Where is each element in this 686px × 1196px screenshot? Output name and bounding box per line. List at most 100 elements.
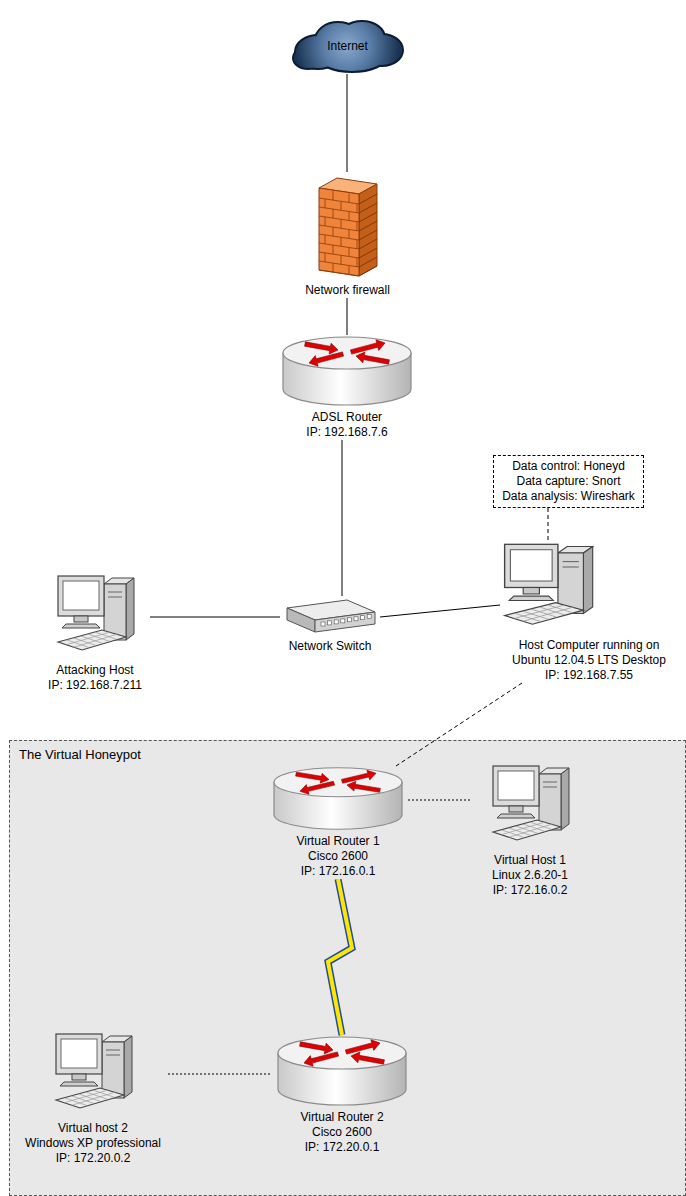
node-label: Network firewall: [290, 283, 405, 298]
icon-part: [63, 581, 99, 610]
icon-part: [54, 572, 136, 660]
node-label: IP: 192.168.7.55: [500, 668, 678, 683]
icon-part: [356, 204, 357, 213]
cloud-label: Internet: [327, 39, 368, 54]
icon-part: [359, 184, 377, 276]
icon-part: [340, 255, 341, 264]
icon-part: [294, 48, 322, 68]
icon-part: [340, 619, 344, 623]
icon-part: [294, 48, 322, 68]
icon-part: [348, 230, 349, 239]
router-node: ADSL RouterIP: 192.168.7.6: [262, 335, 432, 440]
icon-part: [359, 239, 377, 249]
icon-part: [58, 630, 126, 650]
icon-part: [332, 191, 333, 200]
serial-link-bolt: [328, 879, 352, 1035]
icon-part: [283, 596, 378, 636]
icon-part: [340, 237, 341, 246]
icon-part: [505, 544, 558, 587]
icon-part: [304, 1052, 339, 1066]
icon-part: [272, 766, 404, 831]
icon-part: [509, 806, 523, 812]
node-label: Linux 2.6.20-1: [470, 868, 590, 883]
device-icon: [280, 596, 380, 636]
firewall-node: Network firewall: [290, 172, 405, 298]
icon-part: [509, 596, 553, 600]
icon-part: [319, 270, 359, 276]
bolt-fill: [328, 879, 352, 1035]
icon-part: [58, 576, 104, 616]
icon-part: [324, 217, 325, 226]
honeypot-region: The Virtual HoneypotVirtual Router 1Cisc…: [9, 740, 686, 1196]
icon-part: [359, 194, 377, 204]
device-icon: [268, 766, 408, 831]
icon-part: [305, 342, 338, 354]
icon-part: [72, 1092, 116, 1105]
icon-part: [332, 245, 333, 254]
icon-part: [523, 607, 574, 621]
icon-part: [347, 781, 380, 792]
computer-node: Virtual host 2Windows XP professionalIP:…: [18, 1030, 168, 1166]
icon-part: [350, 340, 385, 354]
icon-part: [543, 787, 557, 788]
node-label: Virtual Router 1: [268, 834, 408, 849]
node-label: ADSL Router: [262, 410, 432, 425]
icon-part: [509, 824, 553, 837]
icon-part: [348, 266, 349, 275]
node-label: IP: 192.168.7.211: [40, 678, 150, 693]
icon-part: [324, 199, 325, 208]
dashed-link: [408, 800, 470, 801]
icon-part: [359, 203, 377, 213]
icon-part: [283, 337, 411, 369]
device-icon: [470, 762, 590, 850]
icon-part: [74, 616, 88, 622]
icon-part: [359, 212, 377, 222]
icon-part: [52, 1030, 134, 1118]
network-link: [150, 617, 280, 618]
icon-part: [300, 781, 335, 794]
icon-part: [327, 621, 331, 625]
icon-part: [493, 766, 539, 806]
node-label: IP: 192.168.7.6: [262, 425, 432, 440]
icon-part: [505, 603, 584, 625]
icon-part: [347, 618, 351, 622]
icon-part: [543, 782, 557, 783]
computer-node: Host Computer running on Ubuntu 12.04.5 …: [500, 540, 678, 683]
network-link: [347, 74, 348, 172]
device-icon: [18, 1030, 168, 1118]
icon-part: [356, 258, 357, 267]
icon-part: [309, 352, 344, 366]
icon-part: [108, 592, 122, 593]
node-label: Data capture: Snort: [502, 474, 635, 489]
network-link: [347, 298, 348, 335]
icon-part: [74, 634, 118, 647]
icon-part: [72, 1074, 86, 1080]
icon-part: [563, 561, 579, 562]
icon-part: [348, 194, 349, 203]
node-label: Virtual host 2: [18, 1121, 168, 1136]
callout-box: Data control: HoneydData capture: SnortD…: [493, 455, 644, 508]
icon-part: [300, 1042, 333, 1054]
device-icon: [500, 540, 678, 635]
icon-part: [276, 1035, 408, 1107]
icon-part: [321, 622, 325, 626]
router-node: Virtual Router 2Cisco 2600IP: 172.20.0.1: [272, 1035, 412, 1155]
node-label: IP: 172.20.0.1: [272, 1140, 412, 1155]
icon-part: [510, 550, 552, 581]
icon-part: [124, 1036, 132, 1098]
icon-part: [359, 248, 377, 258]
icon-part: [106, 1050, 120, 1051]
icon-part: [583, 546, 592, 613]
node-label: Virtual Router 2: [272, 1110, 412, 1125]
icon-part: [108, 597, 122, 598]
internet-cloud: Internet: [290, 18, 405, 74]
icon-part: [498, 771, 534, 800]
region-fill: [9, 740, 686, 1196]
icon-part: [359, 266, 377, 276]
icon-part: [359, 257, 377, 267]
icon-part: [106, 1055, 120, 1056]
device-icon: [272, 1035, 412, 1107]
network-link: [342, 440, 343, 596]
icon-part: [348, 212, 349, 221]
